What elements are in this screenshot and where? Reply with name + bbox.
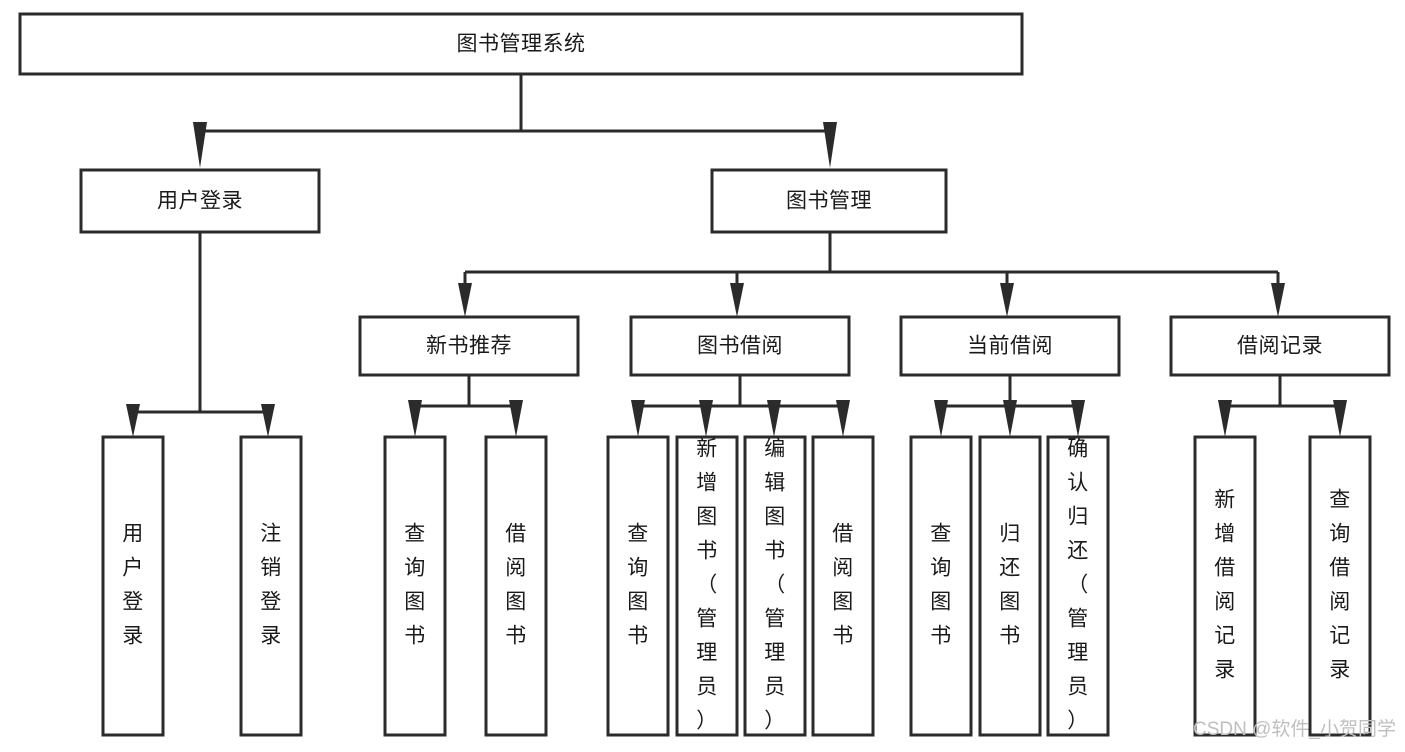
node-leaf-user-login[interactable]: 用户登录 [101,435,165,737]
node-borrow-record[interactable]: 借阅记录 [1169,315,1391,377]
node-leaf-add-book[interactable]: 新增图书（管理员） [675,435,739,737]
node-leaf-borrow-book-1[interactable]: 借阅图书 [484,435,548,737]
node-new-book-rec-label: 新书推荐 [426,335,512,358]
arrowhead-leaf-logout [261,404,275,437]
node-leaf-query-record-box[interactable] [1308,435,1372,737]
node-leaf-return-book-box[interactable] [978,435,1042,737]
node-user-login[interactable]: 用户登录 [79,168,321,234]
node-book-borrow[interactable]: 图书借阅 [629,315,851,377]
node-leaf-add-record[interactable]: 新增借阅记录 [1193,435,1257,737]
node-leaf-query-record-label: 查询借阅记录 [1329,489,1351,682]
node-leaf-edit-book-label: 编辑图书（管理员） [764,438,786,733]
node-new-book-rec[interactable]: 新书推荐 [358,315,580,377]
arrowhead-leaf-add-record [1218,400,1232,437]
node-leaf-query-book-3[interactable]: 查询图书 [909,435,973,737]
arrowhead-book-manage [823,122,837,168]
node-leaf-user-login-label: 用户登录 [122,523,144,648]
node-leaf-return-book-label: 归还图书 [999,523,1021,648]
node-leaf-confirm-return-label: 确认归还（管理员） [1067,438,1089,733]
node-leaf-add-book-box[interactable] [675,435,739,737]
node-user-login-box[interactable] [79,168,321,234]
node-leaf-borrow-book-2[interactable]: 借阅图书 [811,435,875,737]
csdn-watermark: CSDN @软件_小贺同学 [1193,718,1396,740]
arrowhead-leaf-add-book [699,400,713,437]
arrowhead-leaf-user-login [126,404,140,437]
node-user-login-label: 用户登录 [157,190,243,213]
arrowhead-new-book-rec [458,283,472,317]
node-current-borrow-box[interactable] [899,315,1121,377]
node-leaf-logout-box[interactable] [239,435,303,737]
node-leaf-add-record-box[interactable] [1193,435,1257,737]
arrowhead-leaf-query-book-3 [934,400,948,437]
node-leaf-edit-book-box[interactable] [743,435,807,737]
node-leaf-borrow-book-2-label: 借阅图书 [832,523,854,648]
node-leaf-borrow-book-1-box[interactable] [484,435,548,737]
arrowhead-layer [126,122,1347,437]
node-root-label: 图书管理系统 [457,33,586,56]
node-leaf-query-record[interactable]: 查询借阅记录 [1308,435,1372,737]
node-root-box[interactable] [18,12,1024,76]
node-leaf-logout[interactable]: 注销登录 [239,435,303,737]
node-current-borrow-label: 当前借阅 [967,335,1053,358]
node-book-borrow-box[interactable] [629,315,851,377]
arrowhead-user-login [193,122,207,168]
node-leaf-query-book-2-box[interactable] [606,435,670,737]
node-leaf-add-book-label: 新增图书（管理员） [696,438,718,733]
node-book-manage[interactable]: 图书管理 [710,168,948,234]
arrowhead-leaf-confirm-return [1071,400,1085,437]
arrowhead-leaf-edit-book [767,400,781,437]
node-leaf-query-book-2[interactable]: 查询图书 [606,435,670,737]
node-leaf-query-book-2-label: 查询图书 [627,523,649,648]
leaf-layer: 用户登录 注销登录 查询图书 借阅图书 查询图书 新增图书（管理员） 编辑图书（… [101,435,1372,737]
arrowhead-leaf-query-record [1333,400,1347,437]
arrowhead-leaf-query-book-1 [408,400,422,437]
node-leaf-user-login-box[interactable] [101,435,165,737]
node-leaf-query-book-3-label: 查询图书 [930,523,952,648]
node-leaf-query-book-1-label: 查询图书 [404,523,426,648]
node-book-borrow-label: 图书借阅 [697,335,783,358]
arrowhead-leaf-borrow-book-1 [509,400,523,437]
node-borrow-record-label: 借阅记录 [1237,335,1323,358]
node-root[interactable]: 图书管理系统 [18,12,1024,76]
node-book-manage-box[interactable] [710,168,948,234]
node-leaf-logout-label: 注销登录 [260,523,282,648]
node-leaf-add-record-label: 新增借阅记录 [1214,489,1236,682]
node-leaf-return-book[interactable]: 归还图书 [978,435,1042,737]
node-leaf-confirm-return-box[interactable] [1046,435,1110,737]
arrowhead-current-borrow [1000,283,1014,317]
node-leaf-borrow-book-1-label: 借阅图书 [505,523,527,648]
arrowhead-leaf-borrow-book-2 [836,400,850,437]
node-current-borrow[interactable]: 当前借阅 [899,315,1121,377]
node-new-book-rec-box[interactable] [358,315,580,377]
arrowhead-leaf-query-book-2 [631,400,645,437]
node-borrow-record-box[interactable] [1169,315,1391,377]
node-leaf-edit-book[interactable]: 编辑图书（管理员） [743,435,807,737]
node-book-manage-label: 图书管理 [786,190,872,213]
node-leaf-query-book-1[interactable]: 查询图书 [383,435,447,737]
node-leaf-query-book-1-box[interactable] [383,435,447,737]
arrowhead-book-borrow [730,283,744,317]
node-leaf-confirm-return[interactable]: 确认归还（管理员） [1046,435,1110,737]
node-leaf-query-book-3-box[interactable] [909,435,973,737]
arrowhead-leaf-return-book [1003,400,1017,437]
node-leaf-borrow-book-2-box[interactable] [811,435,875,737]
arrowhead-borrow-record [1271,283,1285,317]
